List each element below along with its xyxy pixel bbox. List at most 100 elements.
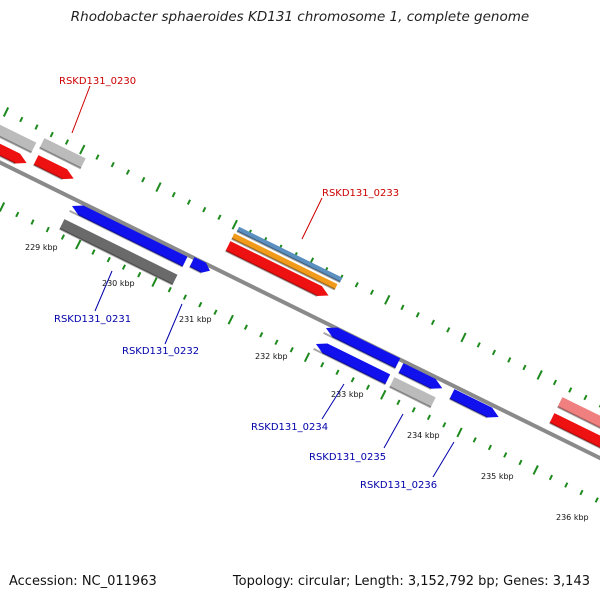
gene-0232-grey-shade (59, 228, 174, 286)
gene-0232[interactable] (189, 257, 210, 274)
upper-row-tick (552, 379, 557, 386)
scale-label-234: 234 kbp (407, 431, 440, 440)
gene-0234-body[interactable] (316, 343, 391, 385)
lower-row-tick (426, 414, 431, 421)
upper-row-tick (430, 319, 435, 326)
lower-row-tick (594, 497, 599, 503)
upper-row-tick (217, 214, 222, 220)
gene-0234-upper-shade (323, 332, 396, 370)
gene-0235-grey[interactable] (389, 377, 436, 409)
upper-row-tick (110, 161, 115, 168)
gene-grey-left-body[interactable] (0, 116, 37, 153)
gene-label-0230[interactable]: RSKD131_0230 (59, 76, 136, 87)
gene-right-pink-body[interactable] (557, 397, 600, 433)
lower-row-tick (30, 219, 35, 225)
gene-0233-red-shade (225, 250, 318, 297)
gene-0234-upper[interactable] (323, 327, 401, 370)
gene-right-red-body[interactable] (549, 413, 600, 449)
gene-right-red-shade (549, 422, 600, 449)
gene-0233-red-body[interactable] (225, 241, 329, 296)
upper-row-tick (141, 176, 146, 183)
gene-0230-red-body[interactable] (33, 155, 74, 180)
upper-row-tick (536, 370, 543, 380)
gene-0234-shade (313, 348, 386, 386)
gene-red-left[interactable] (0, 135, 27, 165)
tick-marks (0, 107, 600, 503)
upper-row-tick (125, 169, 130, 175)
gene-0233-orange-body[interactable] (231, 233, 338, 290)
gene-right-pink[interactable] (557, 397, 600, 433)
accession-text: Accession: NC_011963 (9, 574, 157, 589)
gene-0233-steel-body[interactable] (236, 226, 343, 283)
gene-0231[interactable] (69, 205, 188, 268)
upper-row-tick (155, 182, 162, 193)
lower-row-tick (106, 256, 111, 263)
gene-label-0231[interactable]: RSKD131_0231 (54, 314, 131, 325)
lower-row-tick (274, 339, 279, 346)
gene-0230-grey[interactable] (39, 138, 86, 170)
lower-row-tick (456, 427, 463, 438)
lower-row-tick (564, 482, 569, 488)
upper-row-tick (354, 282, 359, 288)
upper-row-tick (186, 199, 191, 205)
gene-0232-grey[interactable] (59, 219, 178, 286)
gene-0235-grey-body[interactable] (389, 377, 436, 408)
upper-row-tick (231, 219, 238, 230)
lower-row-tick (243, 324, 248, 330)
gene-0230-red[interactable] (33, 155, 74, 180)
gene-0234-upper-body[interactable] (326, 327, 401, 369)
gene-0233-steel-shade (236, 230, 341, 283)
gene-label-0233[interactable]: RSKD131_0233 (322, 188, 399, 199)
gene-grey-left[interactable] (0, 116, 37, 154)
upper-row-tick (369, 289, 374, 296)
lower-row-tick (227, 314, 234, 325)
gene-features[interactable] (0, 116, 600, 449)
gene-0233-orange-shade (231, 237, 336, 291)
gene-label-0232[interactable]: RSKD131_0232 (122, 346, 199, 357)
gene-0235-blue[interactable] (398, 363, 443, 390)
lower-row-tick (75, 239, 82, 250)
page-title: Rhodobacter sphaeroides KD131 chromosome… (70, 9, 530, 25)
gene-red-left-body[interactable] (0, 135, 27, 164)
gene-label-0234[interactable]: RSKD131_0234 (251, 422, 328, 433)
gene-0235-blue-body[interactable] (398, 363, 443, 389)
gene-0234[interactable] (313, 343, 391, 386)
callout-line-0230 (71, 85, 91, 134)
callout-line-0234 (321, 383, 345, 420)
upper-row-tick (79, 144, 86, 155)
gene-0231-body[interactable] (72, 205, 188, 267)
lower-row-tick (289, 346, 294, 353)
gene-0233-steel[interactable] (236, 226, 343, 283)
gene-0230-grey-shade (39, 147, 82, 170)
gene-0232-body[interactable] (189, 257, 210, 273)
scale-label-233: 233 kbp (331, 390, 364, 399)
gene-label-0235[interactable]: RSKD131_0235 (309, 452, 386, 463)
lower-row-tick (259, 331, 264, 338)
scale-labels: 229 kbp 230 kbp 231 kbp 232 kbp 233 kbp … (25, 243, 589, 522)
callout-line-0231 (94, 270, 113, 312)
upper-row-tick (522, 364, 527, 371)
lower-row-tick (303, 352, 311, 363)
callout-line-0233 (301, 197, 323, 240)
lower-row-tick (15, 211, 20, 218)
upper-row-tick (34, 124, 39, 130)
upper-row-tick (202, 206, 207, 213)
upper-row-tick (446, 327, 451, 333)
scale-label-235: 235 kbp (481, 472, 514, 481)
gene-0232-grey-body[interactable] (59, 219, 178, 285)
lower-row-tick (60, 234, 65, 240)
gene-0230-grey-body[interactable] (39, 138, 86, 169)
gene-0233-red[interactable] (225, 241, 329, 297)
gene-0233-orange[interactable] (231, 233, 338, 291)
lower-row-tick (411, 407, 416, 413)
gene-0236[interactable] (449, 389, 499, 419)
gene-0236-body[interactable] (449, 389, 499, 418)
gene-label-0236[interactable]: RSKD131_0236 (360, 480, 437, 491)
lower-row-tick (532, 465, 539, 475)
lower-row-tick (151, 277, 158, 288)
scale-label-236: 236 kbp (556, 513, 589, 522)
gene-right-red[interactable] (549, 413, 600, 449)
lower-row-tick (121, 264, 126, 270)
scale-label-229: 229 kbp (25, 243, 58, 252)
